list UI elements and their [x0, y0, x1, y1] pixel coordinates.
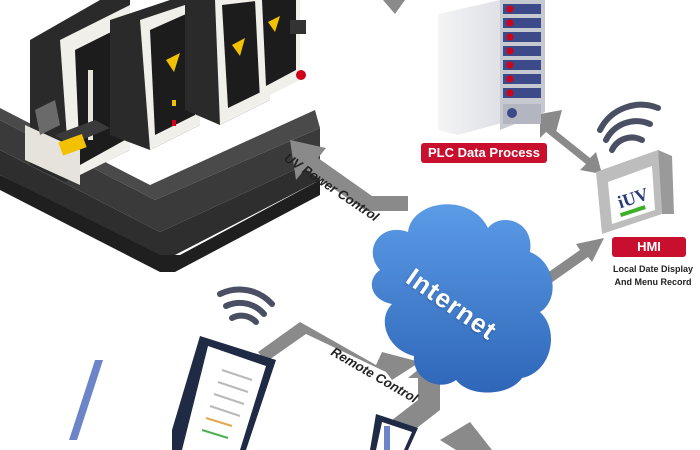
hmi-desc-line1: Local Date Display [612, 264, 694, 274]
hmi-desc-line2: And Menu Record [614, 277, 692, 287]
printing-press-icon [0, 0, 320, 272]
bottom-arrow [440, 422, 492, 450]
arrow-top [383, 0, 405, 14]
internet-cloud-icon [371, 204, 553, 393]
uv-power-arrow [290, 140, 408, 211]
plc-label: PLC Data Process [421, 143, 547, 163]
hmi-description: Local Date Display And Menu Record [606, 263, 700, 289]
hmi-terminal-icon: iUV [596, 101, 674, 234]
tablet-icon [69, 286, 276, 450]
wifi-icon [217, 286, 275, 325]
tablet-icon [370, 414, 418, 450]
hmi-label: HMI [612, 237, 686, 257]
wifi-icon [597, 101, 661, 153]
plc-hmi-double-arrow [540, 110, 602, 174]
plc-server-icon [438, 0, 545, 135]
tablet1-cloud-arrow [258, 322, 420, 380]
